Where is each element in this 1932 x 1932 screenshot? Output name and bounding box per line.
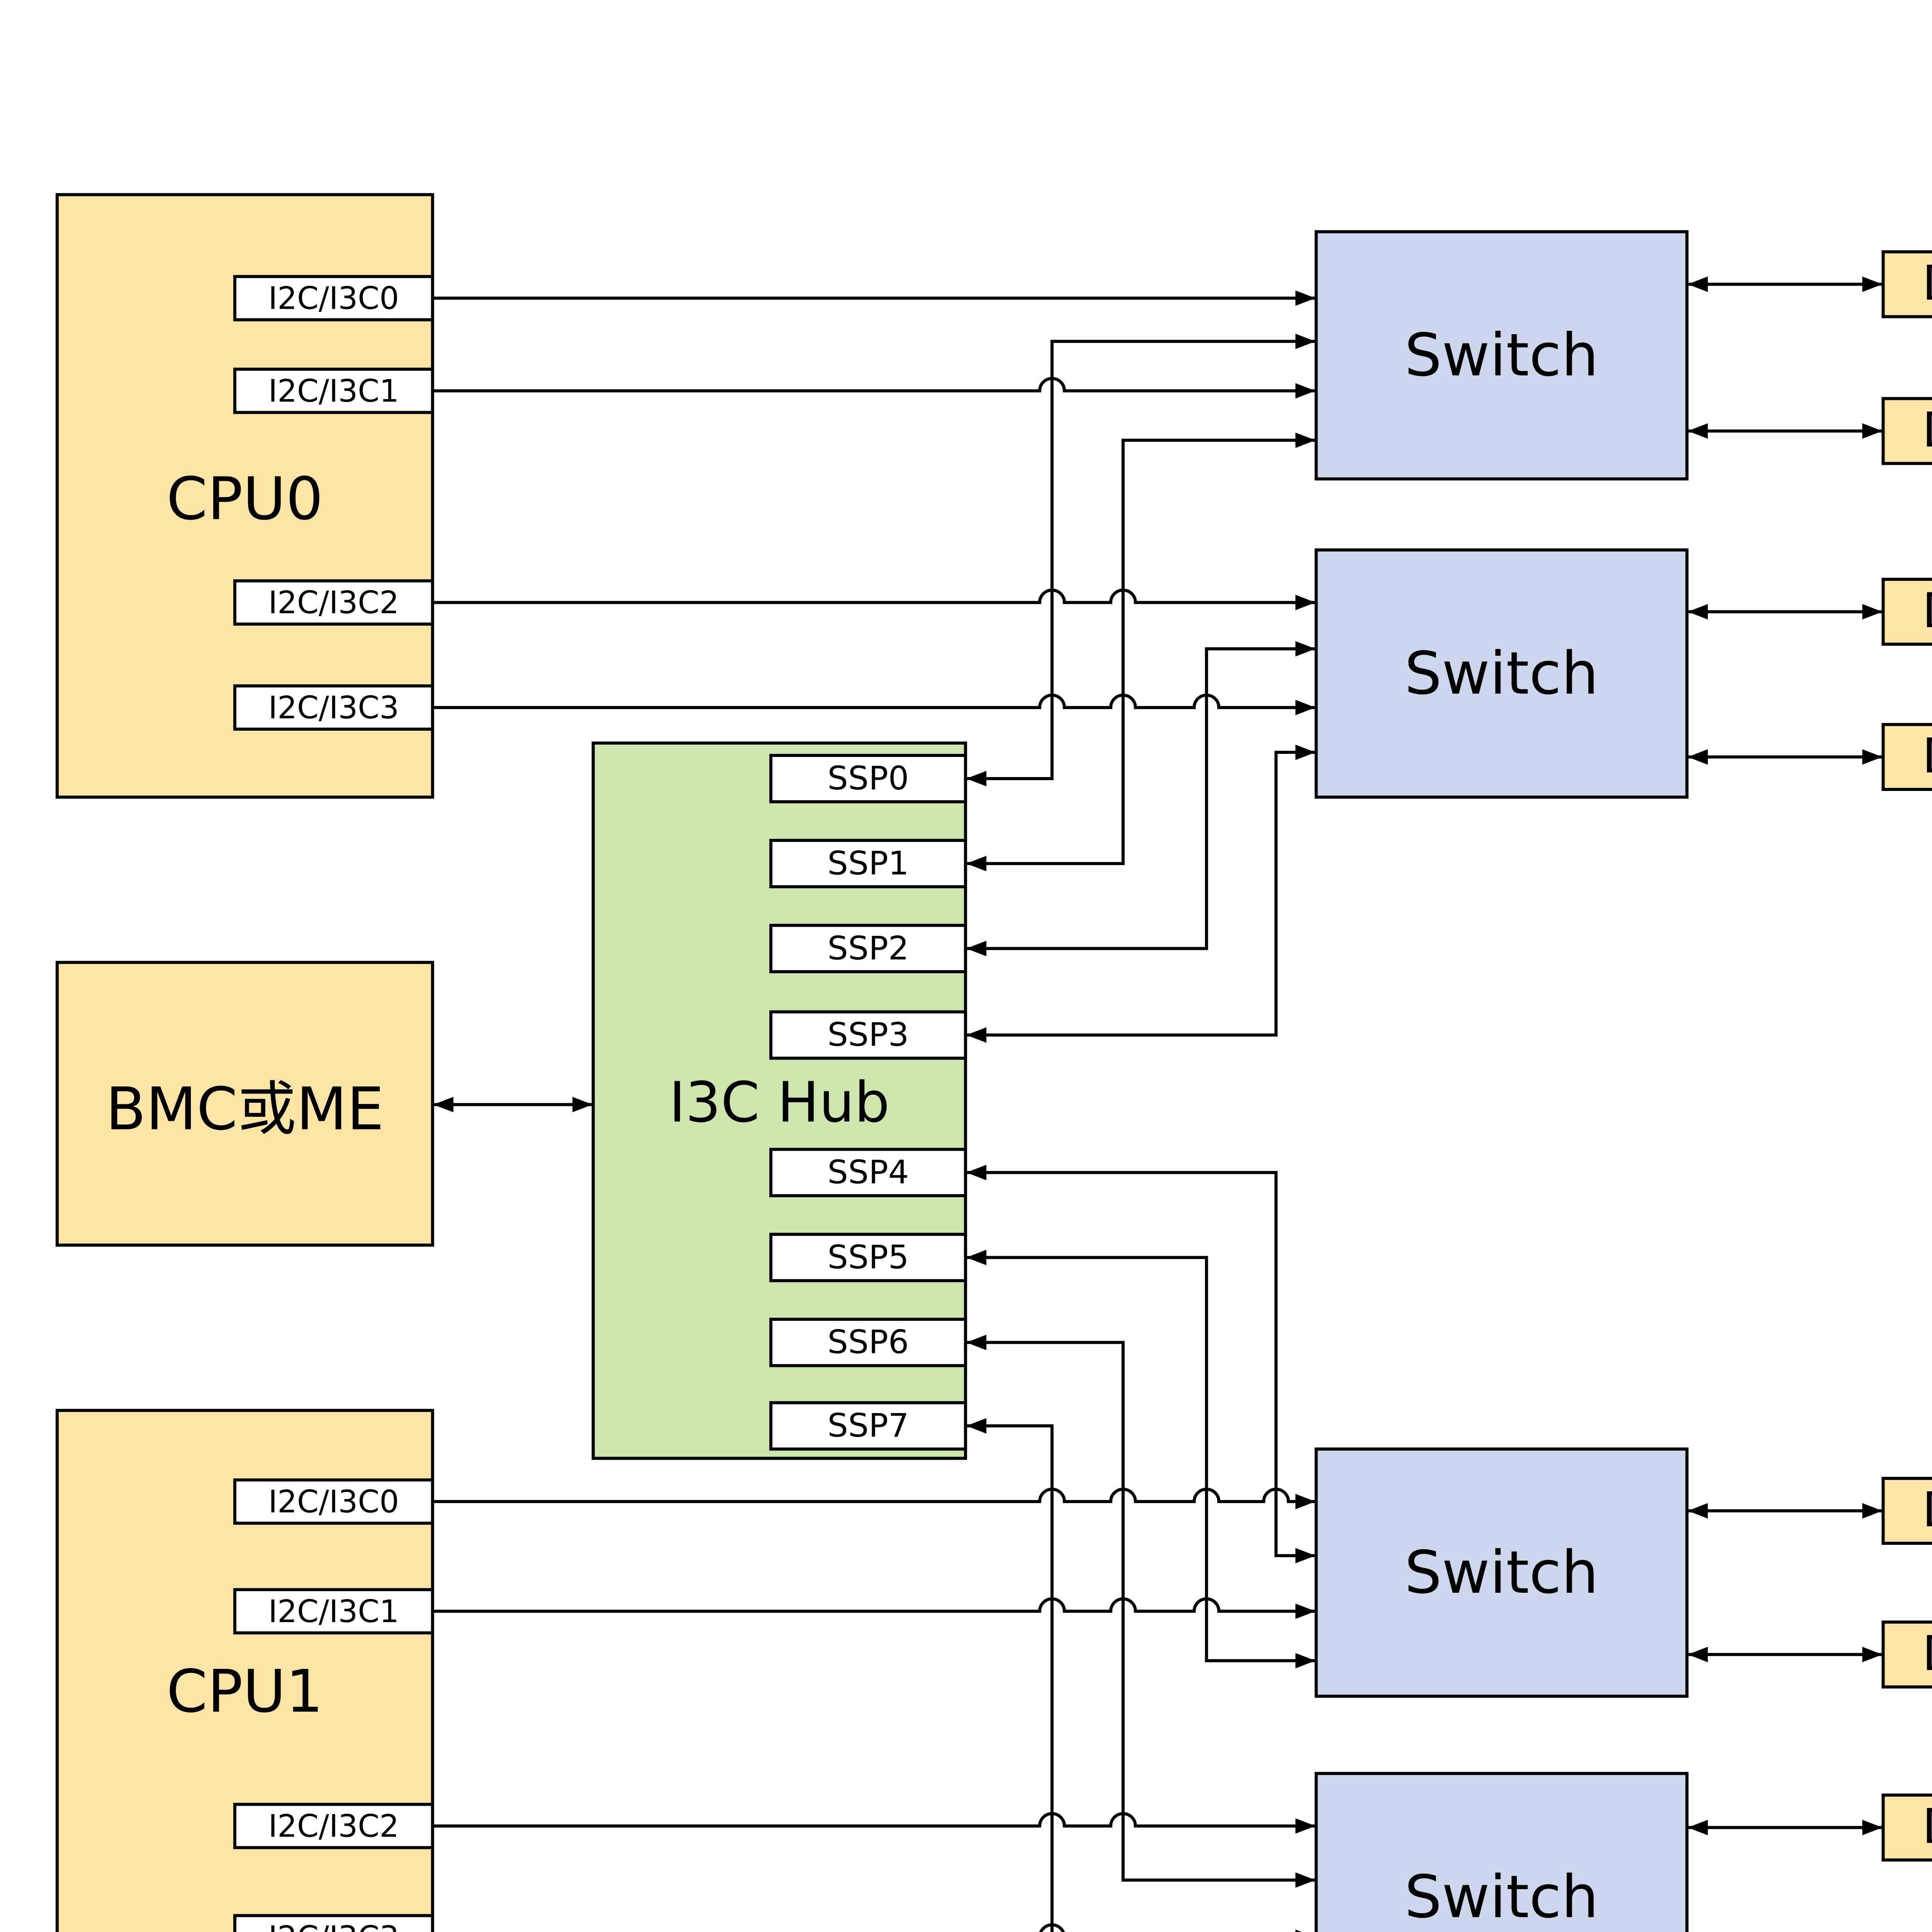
cpu0-port-i2c-i3c0: I2C/I3C0	[233, 275, 434, 321]
dimm-2-box: DDR5 DIMM	[1881, 397, 1932, 465]
edge-cpu1-i3c2-switch4	[434, 1812, 1316, 1834]
i3c-hub-label: I3C Hub	[669, 1072, 890, 1136]
cpu1-label: CPU1	[166, 1657, 323, 1726]
edge-cpu0-i3c3-switch2	[434, 694, 1316, 716]
cpu0-port-i2c-i3c2: I2C/I3C2	[233, 579, 434, 626]
edge-cpu0-i3c1-switch1	[434, 377, 1316, 399]
edge-cpu1-i3c3-switch4	[1039, 1923, 1316, 1932]
switch-3-box: Switch	[1315, 1447, 1689, 1698]
dimm-6-box: DDR5 DIMM	[1881, 1620, 1932, 1689]
cpu0-port-i2c-i3c3: I2C/I3C3	[233, 684, 434, 731]
edge-ssp1-switch1	[966, 432, 1316, 871]
switch-1-box: Switch	[1315, 230, 1689, 481]
edge-ssp0-switch1	[966, 333, 1316, 786]
edge-ssp3-switch2	[966, 745, 1316, 1043]
hub-port-ssp2: SSP2	[769, 923, 967, 973]
switch-2-box: Switch	[1315, 548, 1689, 799]
cpu1-port-i2c-i3c3: I2C/I3C3	[233, 1914, 434, 1932]
cpu0-label: CPU0	[166, 465, 323, 533]
edge-ssp5-switch3	[966, 1250, 1316, 1668]
edge-ssp6-switch4	[966, 1335, 1316, 1888]
edge-cpu0-i3c2-switch2	[434, 588, 1316, 611]
hub-port-ssp3: SSP3	[769, 1010, 967, 1060]
hub-port-ssp0: SSP0	[769, 754, 967, 803]
edge-ssp7-switch4	[966, 1418, 1316, 1932]
dimm-5-box: DDR5 DIMM	[1881, 1477, 1932, 1545]
hub-port-ssp5: SSP5	[769, 1233, 967, 1282]
dimm-7-box: DDR5 DIMM	[1881, 1793, 1932, 1862]
hub-port-ssp4: SSP4	[769, 1148, 967, 1197]
edge-cpu1-i3c0-switch3	[434, 1488, 1316, 1510]
dimm-1-box: DDR5 DIMM	[1881, 250, 1932, 318]
cpu1-port-i2c-i3c1: I2C/I3C1	[233, 1588, 434, 1634]
cpu0-port-i2c-i3c1: I2C/I3C1	[233, 367, 434, 414]
switch-4-box: Switch	[1315, 1772, 1689, 1932]
edge-ssp4-switch3	[966, 1165, 1316, 1563]
hub-port-ssp7: SSP7	[769, 1401, 967, 1451]
dimm-3-box: DDR5 DIMM	[1881, 578, 1932, 646]
dimm-4-box: DDR5 DIMM	[1881, 723, 1932, 791]
edge-ssp2-switch2	[966, 641, 1316, 956]
edge-cpu1-i3c1-switch3	[434, 1597, 1316, 1619]
hub-port-ssp1: SSP1	[769, 838, 967, 888]
bmc-box: BMC或ME	[55, 961, 434, 1247]
hub-port-ssp6: SSP6	[769, 1318, 967, 1367]
cpu1-port-i2c-i3c0: I2C/I3C0	[233, 1478, 434, 1525]
cpu1-port-i2c-i3c2: I2C/I3C2	[233, 1803, 434, 1849]
